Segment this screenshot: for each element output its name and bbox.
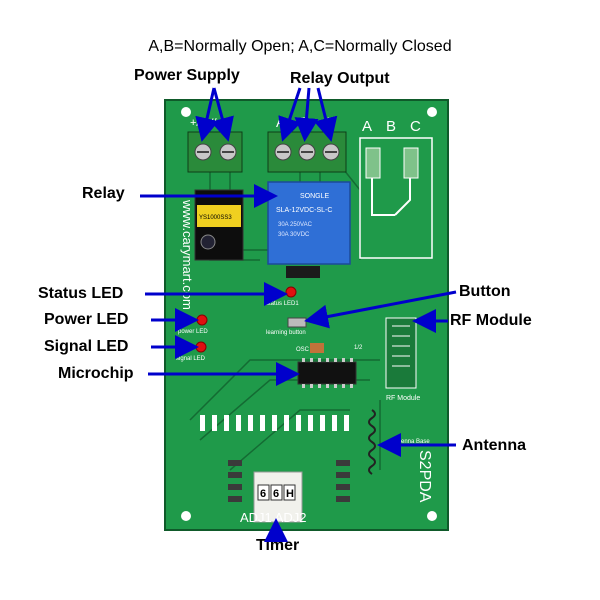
model-silk: S2PDA	[416, 450, 433, 503]
svg-text:RF Module: RF Module	[386, 395, 420, 402]
svg-text:1/2: 1/2	[354, 345, 363, 351]
mount-hole	[181, 511, 191, 521]
timer-switch	[253, 471, 303, 523]
relay-terminal-block	[267, 131, 347, 173]
svg-text:YS1000SS3: YS1000SS3	[199, 215, 232, 221]
rf-module-label: RF Module	[450, 312, 532, 329]
svg-text:30A 30VDC: 30A 30VDC	[278, 232, 310, 238]
timer-digit-2: 6	[273, 488, 279, 500]
timer-label: Timer	[256, 537, 300, 554]
terminal-a-silk: A	[276, 114, 286, 130]
power-module	[194, 189, 244, 261]
pcb-board	[164, 99, 449, 531]
timer-digit-3: H	[286, 488, 294, 500]
terminal-c-silk: C	[324, 114, 334, 130]
relay-label: Relay	[82, 185, 125, 202]
silk-b: B	[386, 118, 396, 135]
status-led	[285, 286, 297, 298]
relay-terminal-screw-c	[322, 143, 340, 161]
svg-text:OSC: OSC	[296, 347, 310, 353]
timer-digit-1: 6	[260, 488, 266, 500]
power-led-label: Power LED	[44, 311, 129, 328]
rf-module	[385, 317, 417, 389]
silk-c: C	[410, 118, 421, 135]
power-module-label	[197, 205, 241, 227]
svg-text:SLA-12VDC-SL-C: SLA-12VDC-SL-C	[276, 207, 332, 214]
oscillator	[310, 343, 324, 353]
contact-description: A,B=Normally Open; A,C=Normally Closed	[148, 38, 452, 55]
relay-component	[267, 181, 351, 265]
power-supply-label: Power Supply	[134, 67, 240, 84]
antenna-coil	[368, 409, 376, 475]
pcb-traces	[189, 164, 381, 471]
mount-hole	[427, 107, 437, 117]
svg-text:power LED: power LED	[178, 329, 208, 335]
contact-diagram-frame	[359, 137, 433, 259]
antenna-label: Antenna	[462, 437, 526, 454]
silk-a: A	[362, 118, 372, 135]
signal-led	[195, 341, 207, 353]
power-terminal-silk: +/- V/-	[190, 117, 221, 129]
relay-terminal-screw-b	[298, 143, 316, 161]
svg-text:SONGLE: SONGLE	[300, 193, 330, 200]
svg-text:status LED1: status LED1	[266, 301, 299, 307]
microchip-label: Microchip	[58, 365, 134, 382]
relay-output-label: Relay Output	[290, 70, 390, 87]
microchip	[297, 361, 357, 385]
terminal-b-silk: B	[300, 114, 309, 130]
power-terminal-block	[187, 131, 243, 173]
learning-button	[287, 317, 307, 328]
svg-text:30A 250VAC: 30A 250VAC	[278, 222, 313, 228]
mount-hole	[181, 107, 191, 117]
contact-diagram-switch	[371, 150, 411, 216]
svg-text:Antenna Base: Antenna Base	[392, 439, 430, 445]
svg-text:learning button: learning button	[266, 330, 306, 336]
button-label: Button	[459, 283, 511, 300]
website-silk: www.carymart.com	[180, 199, 195, 310]
status-led-label: Status LED	[38, 285, 124, 302]
mount-hole	[427, 511, 437, 521]
component-row	[200, 415, 349, 431]
power-led	[196, 314, 208, 326]
callout-arrows	[140, 87, 457, 542]
relay-terminal-screw-a	[274, 143, 292, 161]
signal-led-label: Signal LED	[44, 338, 129, 355]
svg-text:ADJ1 ADJ2: ADJ1 ADJ2	[240, 510, 306, 525]
svg-text:signal LED: signal LED	[176, 356, 206, 362]
power-terminal-screw	[219, 143, 237, 161]
power-terminal-screw	[194, 143, 212, 161]
